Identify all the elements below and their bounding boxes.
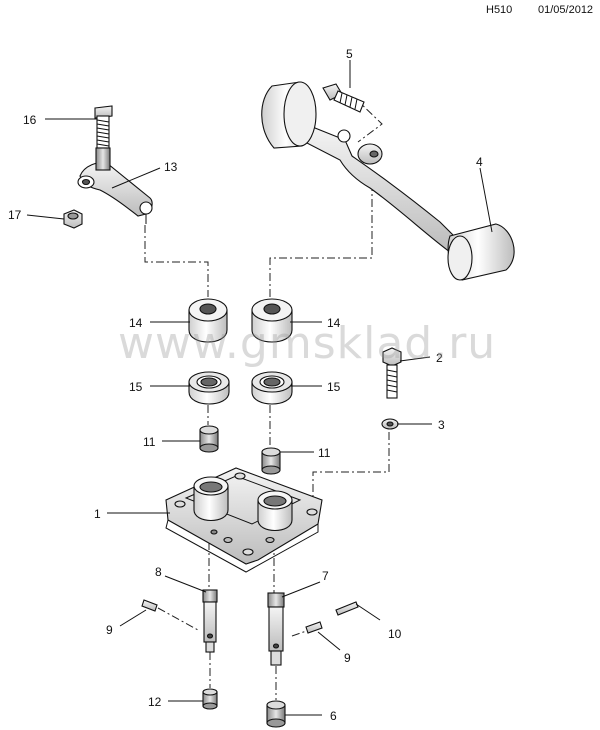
callout-17: 17 (8, 208, 22, 222)
diagram-code: H510 (486, 4, 513, 16)
part-10-pin (335, 601, 359, 616)
part-16-stud (94, 105, 113, 149)
callout-3: 3 (438, 418, 445, 432)
callout-7: 7 (322, 569, 329, 583)
part-13-lever (77, 147, 153, 224)
callout-12: 12 (148, 695, 162, 709)
callout-9-right: 9 (344, 651, 351, 665)
part-2-bolt (382, 347, 402, 399)
part-7-shaft-right (267, 592, 285, 666)
callout-6: 6 (330, 709, 337, 723)
assembly-centerlines (144, 97, 390, 700)
part-5-bolt (322, 83, 365, 113)
watermark-text: www.gmsklad.ru (118, 318, 497, 369)
part-6-sleeve (266, 700, 286, 728)
part-12-sleeve (202, 688, 218, 710)
callout-2: 2 (436, 351, 443, 365)
part-15-bearing-right (251, 371, 293, 405)
part-4-shift-lever (261, 81, 515, 281)
callout-13: 13 (164, 160, 178, 174)
lower-weight (447, 223, 515, 281)
callout-1: 1 (94, 507, 101, 521)
part-15-bearing-left (188, 371, 230, 405)
part-8-shaft-left (202, 589, 218, 653)
callout-16: 16 (23, 113, 37, 127)
callout-9-left: 9 (106, 623, 113, 637)
upper-weight (261, 81, 317, 149)
part-9-pin-left (141, 599, 158, 612)
leader-lines (26, 60, 493, 716)
callout-14-right: 14 (327, 316, 341, 330)
callout-5: 5 (346, 47, 353, 61)
part-14-bushing-right (251, 298, 293, 343)
callout-11-left: 11 (143, 435, 156, 449)
callout-10: 10 (388, 627, 402, 641)
callout-numbers: 16 13 17 5 4 14 14 2 15 15 3 11 11 1 8 7… (8, 47, 483, 723)
part-11-sleeve-right (261, 447, 281, 475)
callout-15-right: 15 (327, 380, 341, 394)
part-3-washer (381, 418, 399, 430)
callout-11-right: 11 (318, 446, 331, 460)
part-1-housing (165, 467, 323, 573)
callout-4: 4 (476, 155, 483, 169)
diagram-date: 01/05/2012 (538, 4, 594, 16)
part-14-bushing-left (188, 298, 228, 343)
lever-pivot-ball (337, 129, 383, 165)
callout-14-left: 14 (129, 316, 143, 330)
callout-15-left: 15 (129, 380, 143, 394)
part-9-pin-right (305, 621, 323, 634)
callout-8: 8 (155, 565, 162, 579)
part-17-nut (63, 209, 83, 229)
part-11-sleeve-left (199, 425, 219, 453)
